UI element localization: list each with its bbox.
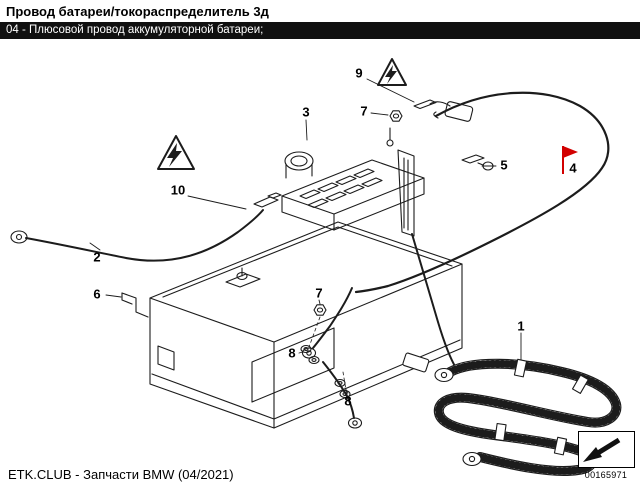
battery-body: [149, 221, 463, 429]
footer-caption: ETK.CLUB - Запчасти BMW (04/2021): [8, 467, 234, 482]
callout-7b[interactable]: 7: [315, 285, 323, 301]
braided-ground-strap: [402, 352, 616, 471]
hex-nut: [313, 110, 403, 316]
battery-terminal-clamp: [225, 267, 261, 288]
subgroup-bar: 04 - Плюсовой провод аккумуляторной бата…: [0, 22, 640, 39]
left-battery-cable: [10, 192, 282, 262]
callout-9[interactable]: 9: [355, 65, 363, 81]
power-distributor: [281, 127, 425, 237]
callout-2[interactable]: 2: [93, 249, 101, 265]
cable-clip: [461, 154, 494, 171]
callout-leader-lines: [89, 78, 522, 394]
high-voltage-warning-icon: [377, 58, 407, 86]
callout-1[interactable]: 1: [517, 318, 525, 334]
high-voltage-warning-icon: [157, 135, 195, 170]
washers: [300, 344, 351, 399]
distributor-to-strap-cable: [411, 233, 457, 369]
callout-7a[interactable]: 7: [360, 103, 368, 119]
direction-indicator-box[interactable]: [578, 431, 635, 468]
red-flag-icon: [563, 146, 578, 158]
document-number: 00165971: [584, 470, 628, 480]
page-title: Провод батареи/токораспределитель 3д: [6, 4, 269, 19]
positive-cable: [354, 91, 610, 294]
callout-3[interactable]: 3: [302, 104, 310, 120]
subgroup-label: 04 - Плюсовой провод аккумуляторной бата…: [6, 24, 264, 36]
callout-6[interactable]: 6: [93, 286, 101, 302]
selected-part-highlight-marker[interactable]: [562, 146, 578, 174]
callout-5[interactable]: 5: [500, 157, 508, 173]
callout-10[interactable]: 10: [170, 182, 186, 198]
cable-holder-bracket: [121, 292, 149, 318]
direction-arrow-icon: [583, 437, 621, 462]
callout-8a[interactable]: 8: [288, 345, 296, 361]
callout-4[interactable]: 4: [569, 160, 577, 176]
callout-8b[interactable]: 8: [344, 393, 352, 409]
